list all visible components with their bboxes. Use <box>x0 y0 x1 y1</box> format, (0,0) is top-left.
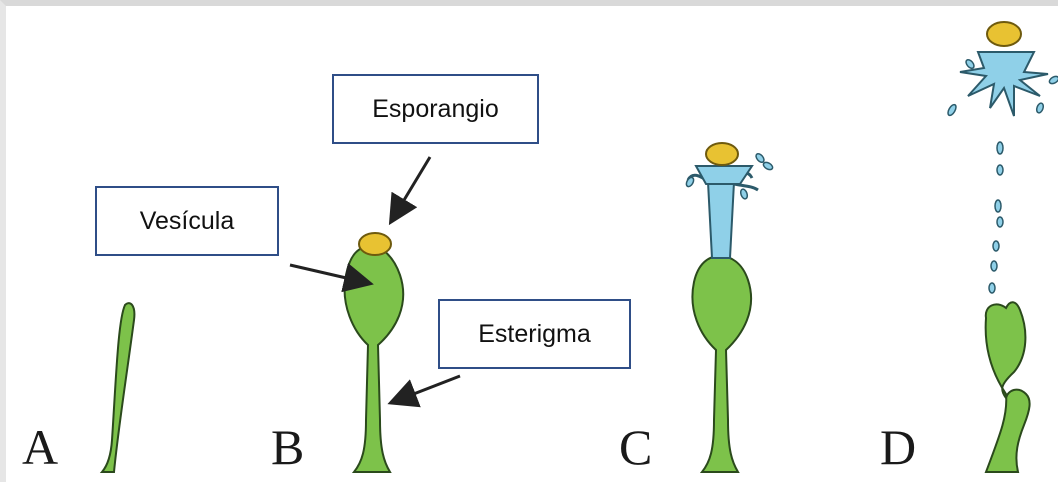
arrow-sporangium <box>392 157 430 220</box>
stage-letter-c: C <box>619 422 652 472</box>
sporangium-b <box>359 233 391 255</box>
arrow-sterigma <box>393 376 460 402</box>
vesicle-label: Vesícula <box>95 186 279 256</box>
stage-letter-d: D <box>880 422 916 472</box>
stage-c-structure <box>685 143 774 472</box>
sterigma-label: Esterigma <box>438 299 631 369</box>
stage-b-structure <box>345 233 404 472</box>
sporangium-c <box>706 143 738 165</box>
stage-letter-b: B <box>271 422 304 472</box>
stage-letter-a: A <box>22 422 58 472</box>
sporangium-d <box>987 22 1021 46</box>
stage-d-structure <box>946 22 1058 472</box>
sporangium-label: Esporangio <box>332 74 539 144</box>
stage-a-stalk <box>102 303 134 472</box>
